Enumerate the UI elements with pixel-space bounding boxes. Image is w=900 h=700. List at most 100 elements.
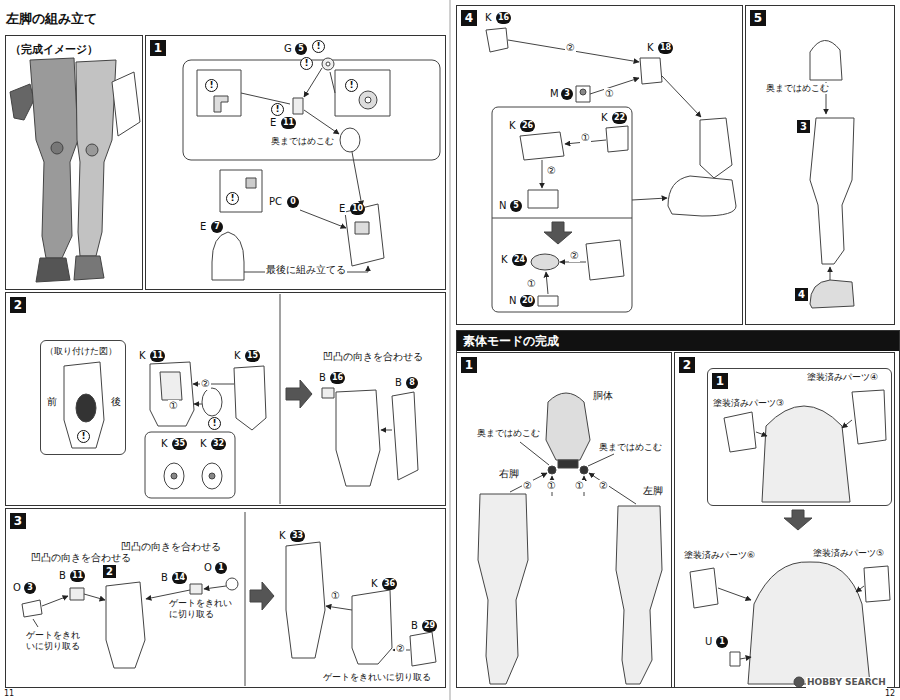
part-label: PC <box>268 196 283 208</box>
part-label: B <box>160 572 169 584</box>
part-label: ② <box>569 250 580 262</box>
callout-number: 26 <box>520 120 535 132</box>
body-mode-figure <box>558 460 578 468</box>
callout-number: 22 <box>612 112 627 124</box>
step4-parts <box>586 240 624 280</box>
callout-number: 20 <box>520 295 535 307</box>
completed-leg-figure <box>86 144 98 156</box>
step4-parts <box>538 296 558 306</box>
step-panel: 1 <box>145 35 446 290</box>
part-label: 後 <box>110 396 122 408</box>
step1-parts <box>214 96 228 112</box>
step5-parts <box>830 267 831 280</box>
step2-parts <box>202 388 222 416</box>
callout-number: 1 <box>716 636 728 648</box>
part-label: B <box>410 620 419 632</box>
step-number: 2 <box>10 297 26 313</box>
step3-parts <box>22 600 42 617</box>
part-label: ① <box>580 132 591 144</box>
step1-parts <box>197 70 241 116</box>
part-label: B <box>58 570 67 582</box>
page-gutter <box>449 0 451 700</box>
step2-parts <box>164 463 184 489</box>
part-label: K <box>646 42 655 54</box>
part-label: G <box>283 43 293 55</box>
step3-parts <box>106 582 145 668</box>
callout-number: 3 <box>561 88 573 100</box>
step4-parts <box>528 190 558 208</box>
completed-leg-figure <box>10 58 140 282</box>
step2-parts <box>64 294 418 504</box>
step-panel: 2（取り付けた図） <box>5 292 446 506</box>
part-label: B <box>318 372 327 384</box>
step3-parts <box>245 512 246 686</box>
step-number: 4 <box>461 10 477 26</box>
part-label: E <box>338 203 346 215</box>
body-mode-figure <box>756 432 767 436</box>
step5-parts <box>810 40 842 80</box>
step1-parts <box>293 98 303 114</box>
step1-parts <box>212 232 244 280</box>
caution-mark: ! <box>271 103 284 116</box>
step1-parts <box>365 97 371 103</box>
part-label: O <box>12 582 22 594</box>
body-mode-figure <box>580 466 588 474</box>
step2-parts <box>209 473 215 479</box>
step2-parts <box>76 394 96 422</box>
callout-number: 8 <box>406 377 418 389</box>
body-mode-figure <box>864 566 890 602</box>
part-label: ① <box>168 400 179 412</box>
body-mode-figure <box>616 506 662 684</box>
part-label: 凹凸の向きを合わせる <box>30 552 132 564</box>
body-mode-figure <box>718 588 751 600</box>
step2-parts <box>202 463 222 489</box>
caution-mark: ! <box>226 192 239 205</box>
step3-parts <box>226 578 238 590</box>
step2-parts <box>160 372 182 400</box>
callout-number: 15 <box>245 350 260 362</box>
step-panel: 1 <box>456 352 672 688</box>
part-label: E <box>269 117 277 129</box>
step1-parts <box>355 222 369 234</box>
callout-number: 10 <box>350 203 365 215</box>
step2-parts <box>286 380 312 408</box>
step5-parts <box>810 280 854 308</box>
step-reference: 2 <box>103 565 116 578</box>
step2-parts <box>64 362 104 448</box>
body-mode-figure <box>762 406 850 502</box>
body-mode-figure <box>842 420 852 428</box>
step-number: 3 <box>10 513 26 529</box>
step2-parts <box>145 432 235 498</box>
completed-leg-figure <box>74 256 104 280</box>
step1-parts <box>220 170 262 212</box>
part-label: ② <box>546 165 557 177</box>
callout-number: 32 <box>211 438 226 450</box>
step-reference: 4 <box>795 288 808 301</box>
part-label: B <box>394 377 403 389</box>
part-label: 奥まではめこむ <box>270 136 335 147</box>
part-label: ② <box>565 42 576 54</box>
panel-caption: （完成イメージ） <box>10 42 98 57</box>
section-panel: 素体モードの完成121 <box>456 330 900 688</box>
step2-parts <box>381 430 392 431</box>
callout-number: 11 <box>281 117 296 129</box>
body-mode-figure <box>856 586 864 592</box>
step4-parts <box>546 272 548 294</box>
callout-number: 7 <box>211 221 223 233</box>
step2-parts <box>280 294 281 504</box>
part-label: K <box>160 438 169 450</box>
caution-mark: ! <box>77 430 90 443</box>
part-label: ① <box>574 480 585 492</box>
callout-number: 16 <box>496 12 511 24</box>
part-label: M <box>549 88 560 100</box>
callout-number: 11 <box>70 570 85 582</box>
caution-mark: ! <box>205 79 218 92</box>
part-label: ① <box>604 88 615 100</box>
step-panel: 5 <box>745 5 895 325</box>
part-label: N <box>498 200 507 212</box>
step4-parts <box>486 28 736 312</box>
callout-number: 36 <box>382 578 397 590</box>
part-label: 最後に組み立てる <box>265 264 347 276</box>
step1-parts <box>359 91 377 109</box>
completed-leg-figure <box>112 72 140 136</box>
